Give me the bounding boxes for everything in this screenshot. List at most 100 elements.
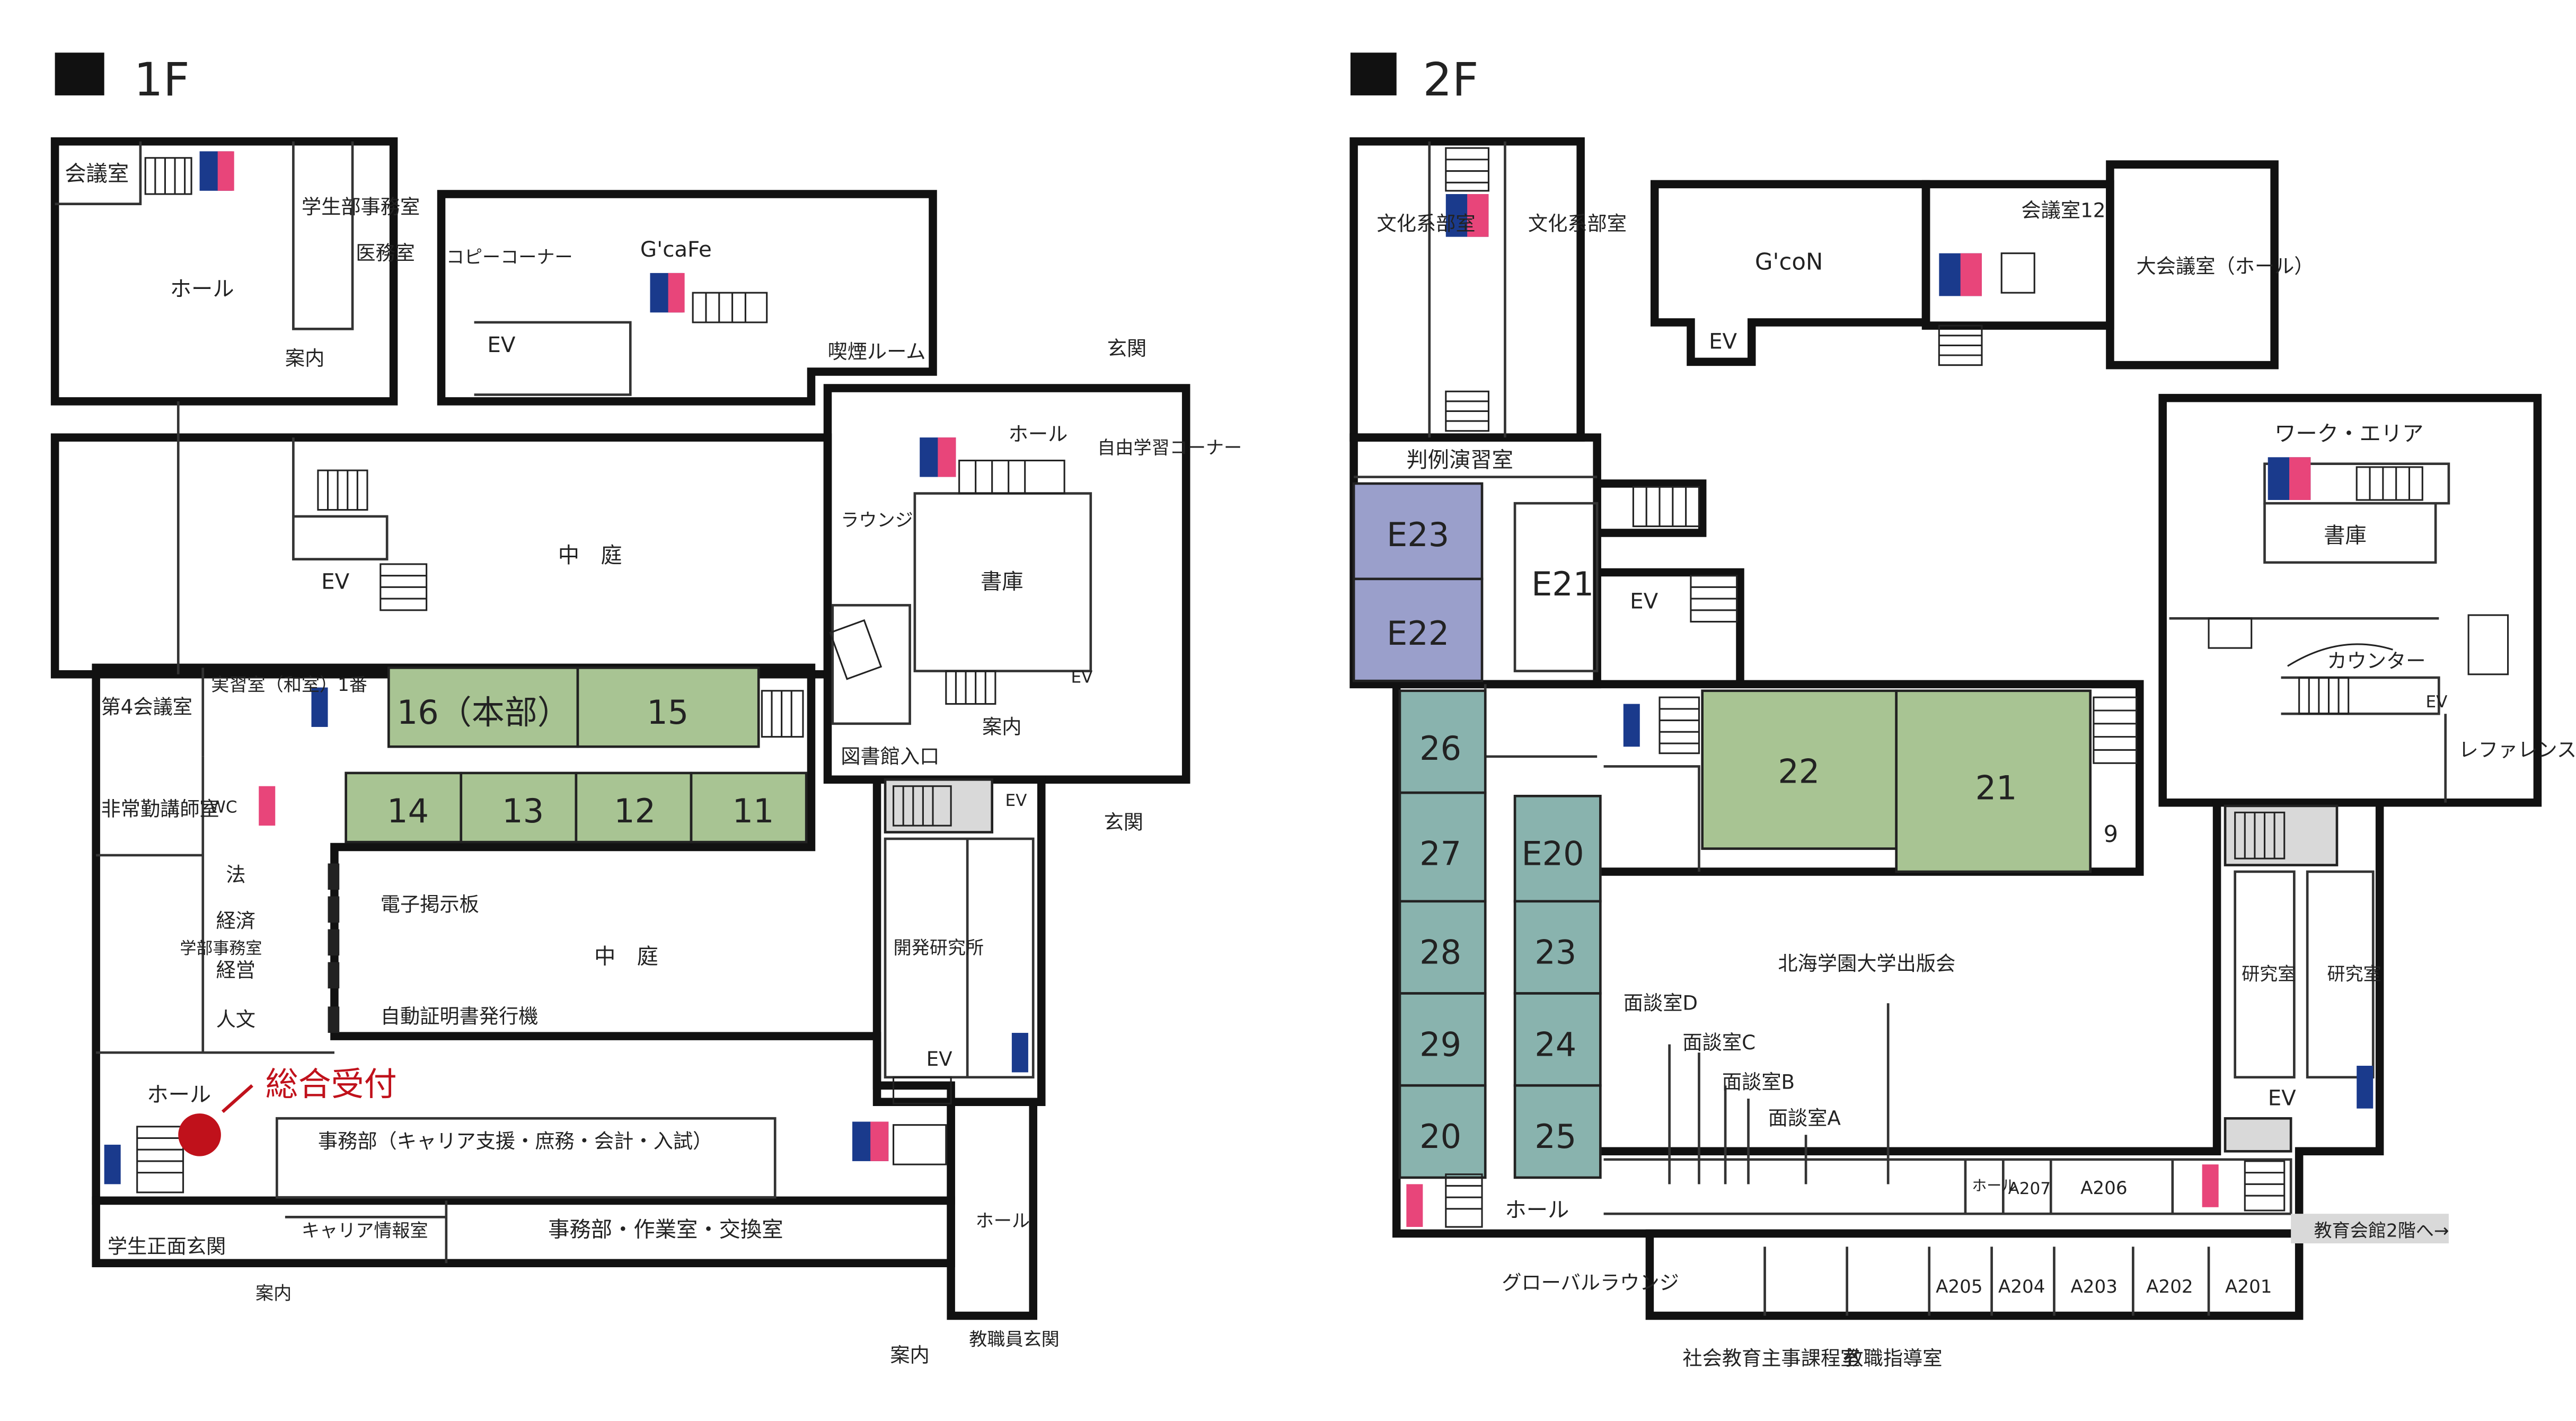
- general-reception-label: 総合受付: [266, 1065, 397, 1103]
- reception-leader-line: [221, 1084, 253, 1113]
- toilet-female-icon: [2202, 1164, 2219, 1207]
- room-label: A203: [2070, 1276, 2117, 1297]
- room-label: 法: [226, 863, 245, 887]
- room-label: EV: [1005, 791, 1027, 810]
- room-label: A202: [2146, 1276, 2193, 1297]
- room-label: 非常勤講師室: [101, 797, 219, 821]
- room-label: A207: [2008, 1179, 2051, 1198]
- room-26: [1398, 689, 1487, 794]
- room-label: キャリア情報室: [302, 1221, 428, 1242]
- toilet-icon: [650, 273, 685, 313]
- toilet-icon: [199, 151, 234, 191]
- room-label: 11: [733, 792, 774, 830]
- room-label: 面談室D: [1624, 992, 1698, 1015]
- room-label: 面談室B: [1722, 1070, 1795, 1093]
- room-label: 書庫: [2324, 523, 2367, 548]
- room-label: 教職員玄関: [969, 1329, 1060, 1350]
- room-label: 自動証明書発行機: [381, 1004, 539, 1028]
- floor-heading-marker: [55, 52, 104, 95]
- bulletin-board-markers: [328, 863, 340, 1033]
- room-label: 9: [2104, 821, 2119, 848]
- toilet-icon: [1939, 253, 1982, 296]
- room-label: A204: [1998, 1276, 2045, 1297]
- room-label: 会議室: [65, 161, 129, 186]
- room-23: [1513, 900, 1602, 995]
- floor-1f-stairs: [136, 157, 1065, 1194]
- room-16: [387, 666, 579, 748]
- room-label: 中 庭: [558, 543, 622, 568]
- room-label: 21: [1975, 769, 2017, 808]
- room-label: コピーコーナー: [446, 247, 573, 268]
- room-label: レファレンス: [2459, 738, 2576, 761]
- room-label: 12: [614, 792, 656, 830]
- room-label: 文化系部室: [1377, 212, 1476, 235]
- toilet-male-icon: [104, 1144, 121, 1185]
- room-label: 研究室: [2327, 964, 2381, 985]
- room-label: 案内: [285, 347, 324, 370]
- floor-2f-heading: 2F: [1423, 53, 1478, 107]
- room-label: G'coN: [1755, 249, 1823, 276]
- room-label: 電子掲示板: [381, 892, 479, 916]
- room-label: 第4会議室: [101, 695, 192, 718]
- floor-1f-toilets: [104, 151, 1028, 1185]
- room-label: 図書館入口: [841, 744, 939, 768]
- toilet-female-icon: [1406, 1184, 1423, 1227]
- room-label: 13: [502, 792, 544, 830]
- room-label: G'caFe: [640, 237, 712, 262]
- room-label: E20: [1521, 835, 1584, 873]
- floor-heading-marker: [1350, 52, 1397, 95]
- room-label: 教育会館2階へ→: [2314, 1221, 2449, 1242]
- room-label: 人文: [216, 1008, 255, 1031]
- room-label: 23: [1534, 933, 1576, 972]
- room-label: ホール: [1009, 422, 1068, 445]
- toilet-female-icon: [259, 786, 276, 826]
- room-label: EV: [487, 332, 515, 357]
- floor-1f-labels: 会議室 学生部事務室 医務室 ホール 案内 コピーコーナー EV G'caFe …: [65, 161, 1242, 1366]
- room-label: E22: [1387, 614, 1449, 653]
- floor-1f-partitions: [55, 141, 1092, 1264]
- room-label: ホール: [1972, 1177, 2016, 1195]
- room-15: [576, 666, 760, 748]
- room-label: グローバルラウンジ: [1502, 1271, 1679, 1294]
- room-27: [1398, 791, 1487, 903]
- room-label: 北海学園大学出版会: [1778, 952, 1955, 975]
- room-label: 学部事務室: [180, 939, 262, 958]
- room-label: 27: [1419, 835, 1461, 873]
- room-14: [345, 771, 463, 844]
- room-label: 15: [647, 693, 689, 732]
- education-hall-link-bar: [2291, 1214, 2449, 1243]
- room-label: 14: [387, 792, 429, 830]
- room-label: 28: [1419, 933, 1461, 972]
- room-label: 経営: [216, 959, 255, 982]
- room-label: 学生部事務室: [302, 195, 420, 218]
- room-13: [460, 771, 578, 844]
- room-label: 大会議室（ホール）: [2137, 255, 2314, 278]
- room-label: 玄関: [1107, 337, 1146, 360]
- room-11: [690, 771, 808, 844]
- room-label: 判例演習室: [1406, 448, 1513, 472]
- room-label: ホール: [147, 1082, 211, 1107]
- room-label: 経済: [216, 909, 255, 932]
- toilet-icon: [920, 437, 956, 477]
- room-label: 面談室C: [1682, 1031, 1755, 1054]
- room-label: 事務部（キャリア支援・庶務・会計・入試）: [318, 1129, 712, 1153]
- room-label: 24: [1534, 1025, 1576, 1064]
- room-label: EV: [1709, 329, 1737, 354]
- room-label: 開発研究所: [894, 937, 984, 959]
- floor-2f-toilets: [1406, 194, 2374, 1227]
- toilet-male-icon: [1011, 1032, 1028, 1073]
- toilet-male-icon: [2357, 1066, 2374, 1109]
- room-label: 実習室（和室）1番: [211, 674, 367, 696]
- room-e22: [1352, 577, 1484, 682]
- floor-2f: 2F: [1349, 52, 2576, 1370]
- room-21: [1895, 689, 2092, 873]
- room-label: 面談室A: [1768, 1107, 1841, 1130]
- toilet-icon: [2268, 457, 2311, 500]
- room-label: 学生正面玄関: [108, 1235, 226, 1258]
- room-label: 29: [1419, 1025, 1461, 1064]
- stairs-gray-1f: [884, 778, 993, 834]
- room-20: [1398, 1084, 1487, 1179]
- room-label: EV: [1071, 668, 1093, 687]
- room-label: 社会教育主事課程室: [1682, 1347, 1860, 1370]
- floor-2f-partitions: [1354, 141, 2450, 1316]
